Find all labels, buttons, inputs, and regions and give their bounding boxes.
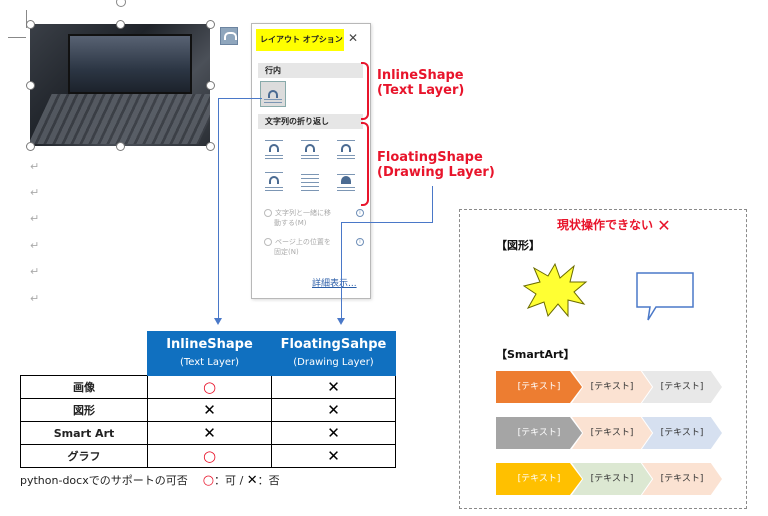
unsupported-title: 現状操作できない ✕ bbox=[557, 216, 671, 235]
col-header-inline: InlineShape (Text Layer) bbox=[147, 331, 272, 376]
wrap-through-icon[interactable] bbox=[335, 138, 357, 160]
circle-icon: ○ bbox=[202, 447, 217, 465]
smartart-chevron: [テキスト] bbox=[642, 417, 722, 449]
callout-shape bbox=[636, 272, 694, 321]
wrap-tight-icon[interactable] bbox=[299, 138, 321, 160]
paragraph-mark: ↵ bbox=[30, 186, 40, 199]
arrow-inline-head bbox=[214, 318, 222, 325]
resize-handle-sw[interactable] bbox=[26, 142, 35, 151]
arrow-floating-v2 bbox=[341, 222, 342, 319]
info-icon: i bbox=[356, 238, 364, 246]
arrow-floating-head bbox=[337, 318, 345, 325]
selected-photo[interactable] bbox=[30, 24, 210, 146]
inline-section-header: 行内 bbox=[258, 63, 363, 78]
move-with-text-option: 文字列と一緒に移 動する(M) bbox=[264, 208, 331, 228]
circle-icon: ○ bbox=[202, 378, 217, 396]
cross-icon: ✕ bbox=[327, 447, 340, 465]
unsupported-box: 現状操作できない ✕ 【図形】 【SmartArt】 [テキスト] [テキスト]… bbox=[459, 209, 747, 509]
radio-icon bbox=[264, 238, 272, 246]
cross-icon: ✕ bbox=[327, 424, 340, 442]
wrap-section-header: 文字列の折り返し bbox=[258, 114, 363, 129]
wrap-behind-text-icon[interactable] bbox=[299, 170, 321, 192]
smartart-chevron: [テキスト] bbox=[642, 463, 722, 495]
arrow-inline-v bbox=[218, 98, 219, 319]
smartart-chevron: [テキスト] bbox=[496, 371, 582, 403]
paragraph-mark: ↵ bbox=[30, 292, 40, 305]
arrow-inline-h bbox=[218, 98, 262, 99]
rotate-handle[interactable] bbox=[116, 0, 126, 7]
wrap-top-bottom-icon[interactable] bbox=[263, 170, 285, 192]
resize-handle-se[interactable] bbox=[206, 142, 215, 151]
resize-handle-e[interactable] bbox=[206, 81, 215, 90]
support-footnote: python-docxでのサポートの可否 ○：可 / ✕：否 bbox=[20, 473, 280, 488]
wrap-inline-icon bbox=[224, 32, 237, 40]
paragraph-mark: ↵ bbox=[30, 239, 40, 252]
smartart-chevron: [テキスト] bbox=[642, 371, 722, 403]
wrap-inline-icon[interactable] bbox=[260, 81, 286, 107]
smartart-chevron: [テキスト] bbox=[496, 463, 582, 495]
info-icon: i bbox=[356, 209, 364, 217]
smartart-heading: 【SmartArt】 bbox=[496, 348, 575, 361]
floating-brace bbox=[361, 122, 369, 206]
cross-icon: ✕ bbox=[246, 473, 258, 488]
cross-icon: ✕ bbox=[327, 378, 340, 396]
wrap-square-icon[interactable] bbox=[263, 138, 285, 160]
table-row: グラフ ○ ✕ bbox=[20, 444, 396, 468]
circle-icon: ○ bbox=[202, 473, 215, 488]
crop-mark-v bbox=[26, 10, 27, 28]
support-table: InlineShape (Text Layer) FloatingSahpe (… bbox=[20, 331, 396, 468]
paragraph-mark: ↵ bbox=[30, 160, 40, 173]
resize-handle-w[interactable] bbox=[26, 81, 35, 90]
table-row: Smart Art ✕ ✕ bbox=[20, 421, 396, 445]
cross-icon: ✕ bbox=[203, 424, 216, 442]
resize-handle-nw[interactable] bbox=[26, 20, 35, 29]
paragraph-mark: ↵ bbox=[30, 265, 40, 278]
close-icon[interactable]: ✕ bbox=[348, 31, 359, 45]
smartart-chevron: [テキスト] bbox=[572, 417, 652, 449]
layout-options-panel: レイアウト オプション ✕ 行内 文字列の折り返し 文字列と一緒に移 動する(M… bbox=[251, 23, 371, 299]
floating-shape-label: FloatingShape (Drawing Layer) bbox=[377, 150, 495, 180]
smartart-chevron: [テキスト] bbox=[572, 463, 652, 495]
table-row: 図形 ✕ ✕ bbox=[20, 398, 396, 422]
fix-position-option: ページ上の位置を 固定(N) bbox=[264, 237, 331, 257]
see-more-link[interactable]: 詳細表示... bbox=[312, 279, 357, 289]
wrap-in-front-icon[interactable] bbox=[335, 170, 357, 192]
radio-icon bbox=[264, 209, 272, 217]
paragraph-mark: ↵ bbox=[30, 212, 40, 225]
crop-mark-h bbox=[8, 37, 26, 38]
panel-title: レイアウト オプション bbox=[256, 29, 344, 51]
shapes-heading: 【図形】 bbox=[496, 239, 540, 252]
inline-brace bbox=[361, 62, 369, 120]
resize-handle-ne[interactable] bbox=[206, 20, 215, 29]
layout-options-button[interactable] bbox=[220, 27, 238, 45]
cross-icon: ✕ bbox=[657, 216, 671, 235]
cross-icon: ✕ bbox=[203, 401, 216, 419]
resize-handle-s[interactable] bbox=[116, 142, 125, 151]
laptop-keyboard-graphic bbox=[30, 94, 210, 144]
explosion-shape bbox=[522, 262, 588, 318]
table-row: 画像 ○ ✕ bbox=[20, 375, 396, 399]
smartart-chevron: [テキスト] bbox=[496, 417, 582, 449]
resize-handle-n[interactable] bbox=[116, 20, 125, 29]
inline-shape-label: InlineShape (Text Layer) bbox=[377, 68, 465, 98]
cross-icon: ✕ bbox=[327, 401, 340, 419]
laptop-screen-graphic bbox=[68, 34, 192, 94]
arrow-floating-v1 bbox=[432, 186, 433, 222]
col-header-floating: FloatingSahpe (Drawing Layer) bbox=[271, 331, 396, 376]
arrow-floating-h bbox=[341, 222, 433, 223]
smartart-chevron: [テキスト] bbox=[572, 371, 652, 403]
